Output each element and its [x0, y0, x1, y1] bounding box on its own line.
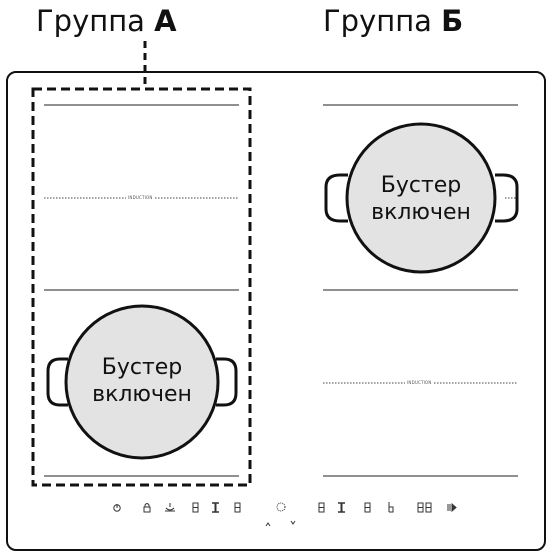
double-digit-icon[interactable]: [417, 502, 432, 513]
pot-left-line1: Бустер: [101, 355, 183, 380]
group-a-box: [31, 87, 252, 487]
chevron-down-icon[interactable]: [290, 520, 296, 525]
group-b-prefix: Группа: [323, 4, 432, 38]
slider-circle-icon[interactable]: [276, 502, 286, 512]
lock-icon[interactable]: [143, 503, 151, 513]
power-icon[interactable]: [113, 504, 121, 512]
group-a-prefix: Группа: [36, 4, 145, 38]
pause-icon[interactable]: [447, 502, 457, 513]
control-panel: [113, 502, 457, 527]
pot-right-line2: включен: [371, 200, 471, 225]
digit-icon[interactable]: [364, 502, 371, 513]
group-b-title: Группа Б: [323, 4, 463, 38]
group-b-letter: Б: [441, 4, 464, 38]
pot-left: [46, 304, 238, 460]
pot-left-label: Бустер включен: [72, 354, 212, 408]
timer-icon[interactable]: [388, 502, 394, 513]
power-level-icon[interactable]: [338, 502, 345, 513]
digit-icon[interactable]: [234, 502, 241, 513]
power-level-icon[interactable]: [212, 502, 219, 513]
pot-right: [324, 122, 519, 274]
keep-warm-icon[interactable]: [165, 503, 175, 512]
induction-label-left: INDUCTION: [126, 195, 155, 200]
group-a-title: Группа А: [36, 4, 177, 38]
chevron-up-icon[interactable]: [265, 522, 271, 527]
pot-right-line1: Бустер: [380, 173, 462, 198]
induction-label-right: INDUCTION: [405, 380, 434, 385]
pot-left-line2: включен: [92, 382, 192, 407]
pot-right-label: Бустер включен: [351, 172, 491, 226]
digit-icon[interactable]: [318, 502, 325, 513]
hob-outline: [6, 71, 546, 551]
digit-icon[interactable]: [192, 502, 199, 513]
group-a-letter: А: [154, 4, 177, 38]
